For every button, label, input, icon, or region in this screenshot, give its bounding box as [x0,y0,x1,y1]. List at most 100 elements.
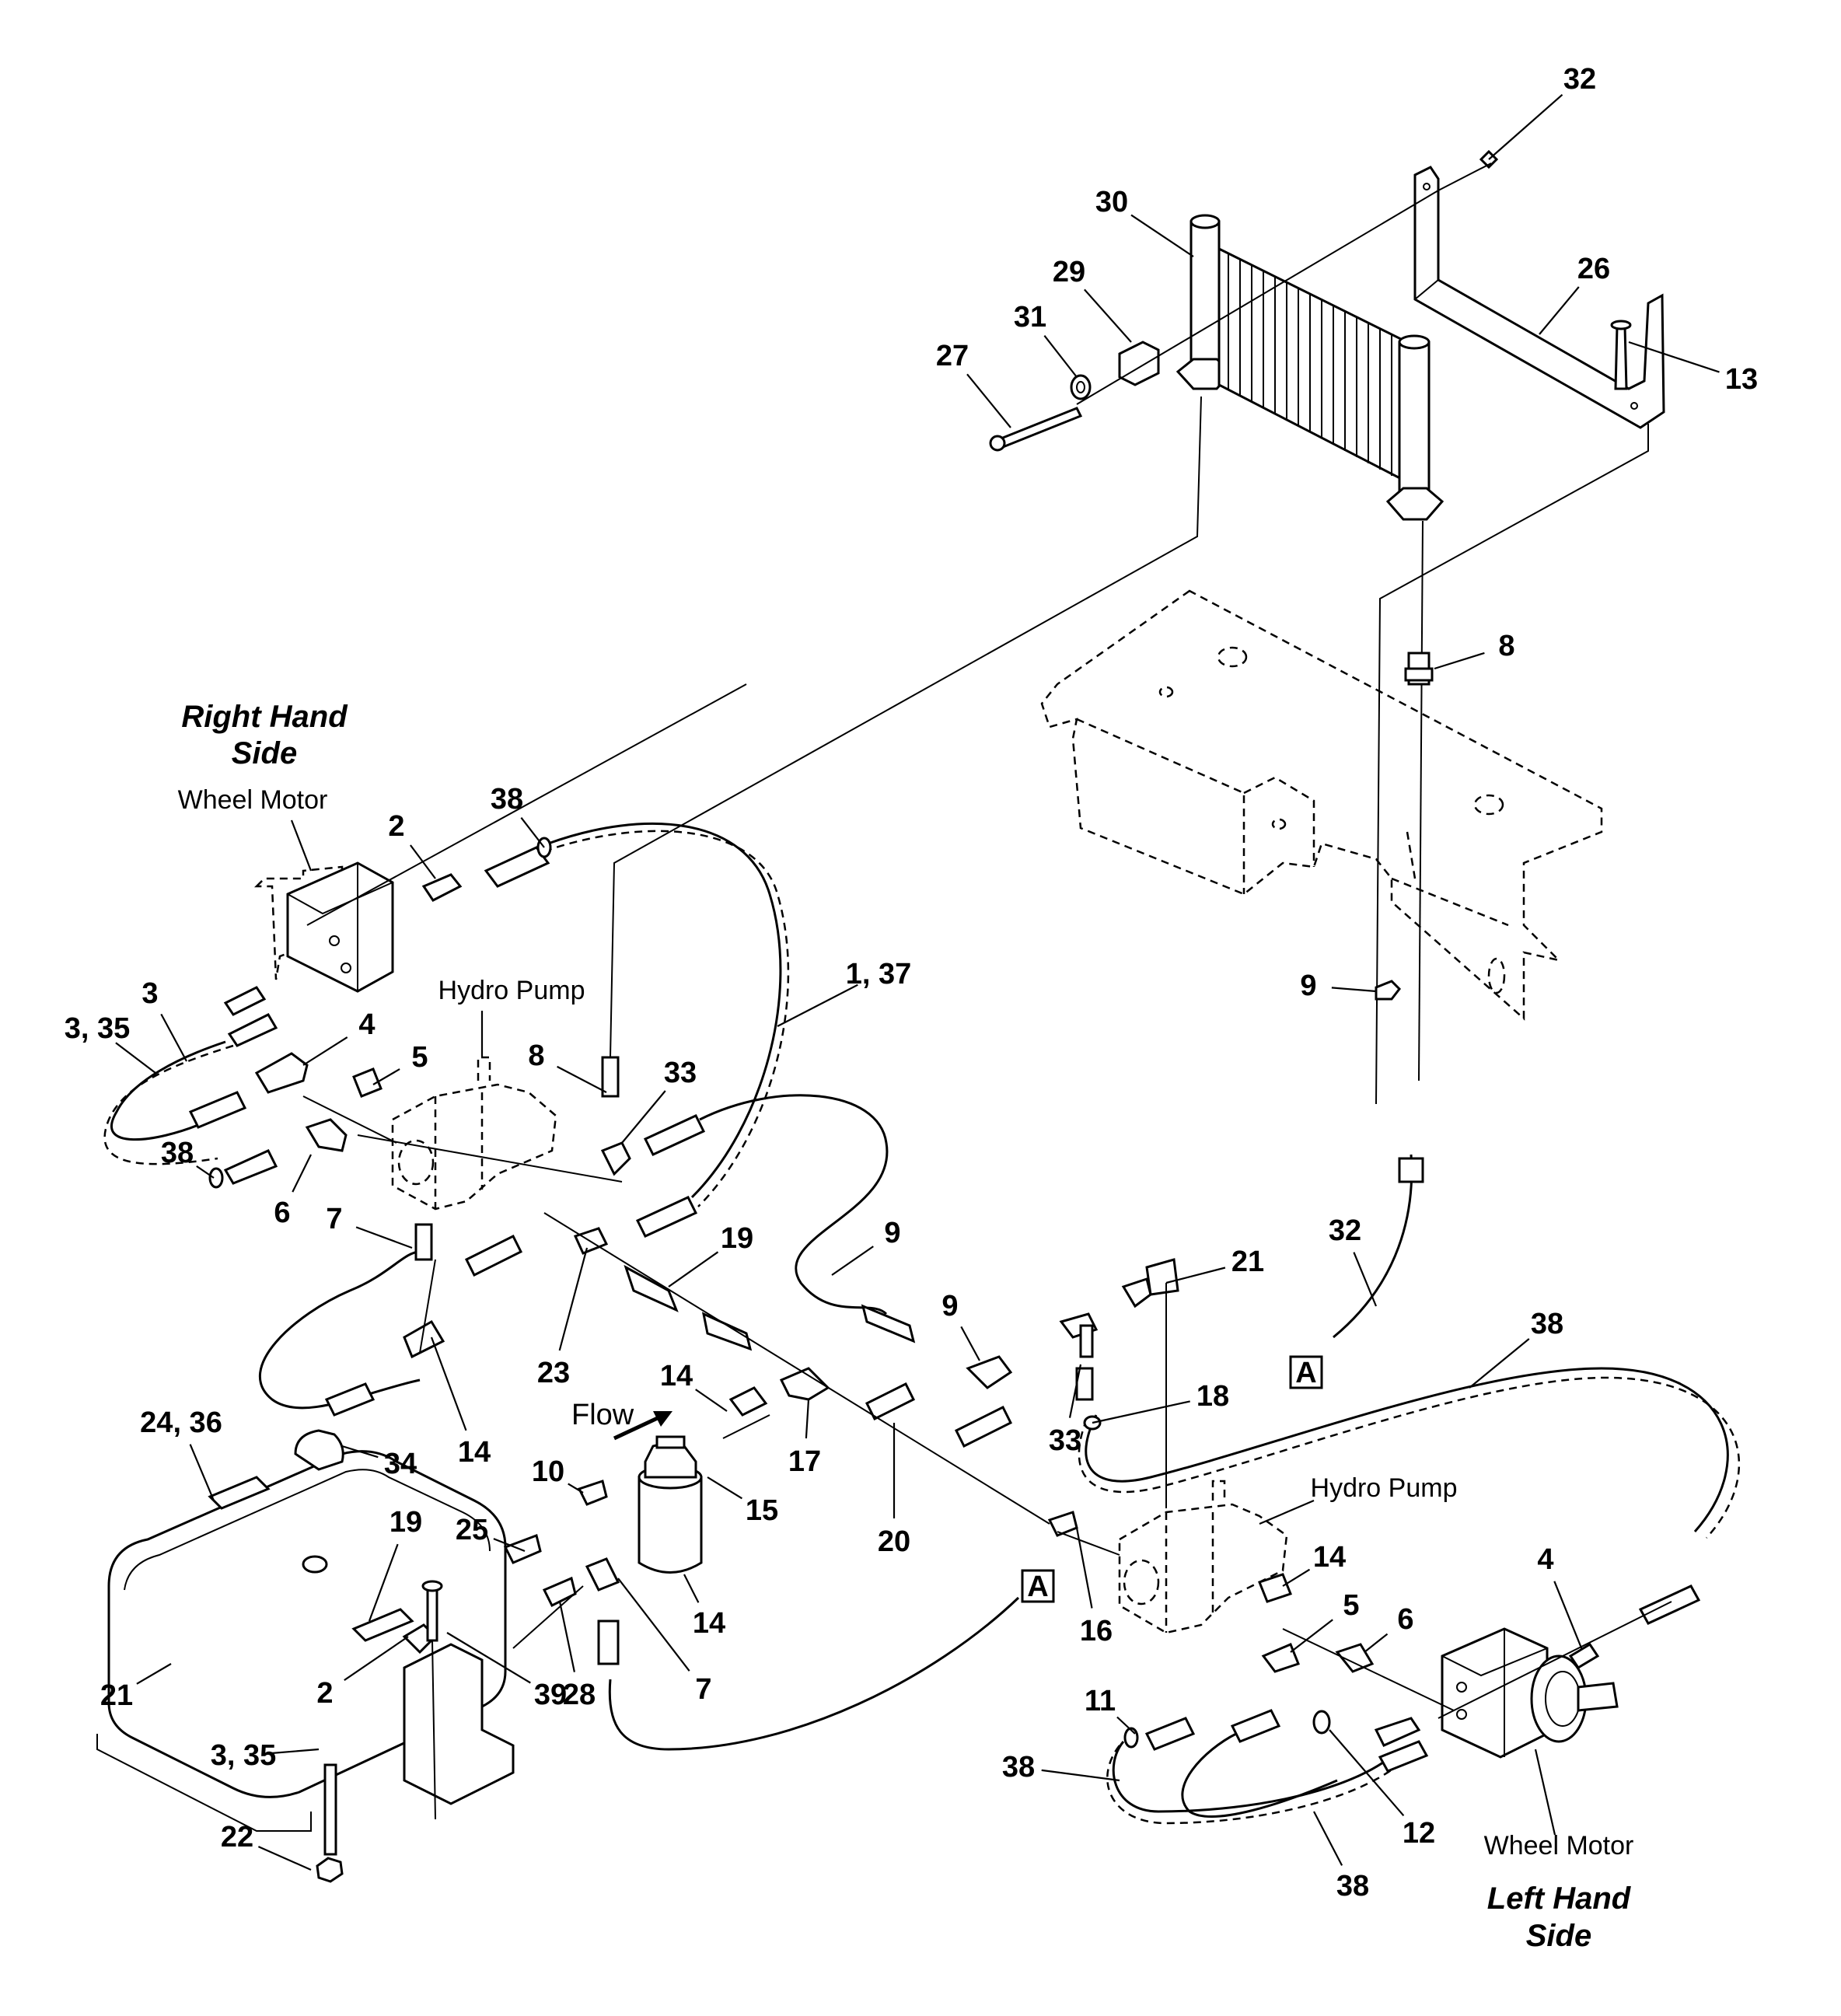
callout-number: 23 [537,1357,570,1389]
callout-number: 12 [1403,1817,1435,1850]
callout-leader [960,1326,980,1361]
reference-box-a-lower: A [1021,1569,1055,1603]
callout-number: 21 [100,1679,133,1712]
callout-number: 21 [1231,1246,1264,1278]
nut-32-lower [1375,980,1401,1001]
callout-number: 25 [456,1514,488,1546]
callout-leader [368,1543,399,1622]
callout-leader [266,1748,320,1755]
callout-number: 14 [660,1360,693,1392]
callout-leader [568,1483,584,1494]
callout-leader [1628,341,1720,373]
callout-number: 15 [746,1494,778,1527]
oil-filter [638,1435,703,1574]
callout-leader [683,1574,700,1603]
right-side-title-line1: Right Hand [181,700,348,734]
cooler-hardware [989,149,1632,452]
callout-number: 3, 35 [211,1739,277,1772]
callout-leader [1282,1568,1311,1587]
callout-number: 10 [532,1455,564,1488]
hydro-pump-left-label: Hydro Pump [1311,1473,1458,1503]
callout-leader [1165,1267,1226,1284]
callout-leader [1041,1769,1120,1782]
cooler-bracket [1413,166,1665,429]
callout-number: 6 [274,1197,290,1229]
callout-number: 13 [1725,363,1758,396]
callout-number: 38 [491,783,523,816]
callout-number: 3, 35 [65,1012,131,1045]
callout-number: 32 [1563,63,1596,96]
fitting-8-upper [1404,652,1434,686]
callout-number: 18 [1196,1380,1229,1413]
callout-number: 8 [1498,630,1514,662]
callout-leader [410,844,436,879]
callout-leader [115,1042,156,1074]
callout-leader [257,1846,312,1871]
callout-number: 9 [1300,970,1316,1002]
callout-leader [302,1036,348,1066]
callout-leader [1313,1811,1343,1866]
callout-leader [344,1636,409,1682]
callout-number: 8 [528,1039,544,1072]
callout-number: 5 [411,1041,428,1074]
callout-number: 33 [664,1057,697,1089]
callout-number: 38 [161,1137,194,1169]
callout-leader [1488,93,1563,160]
callout-number: 38 [1531,1308,1563,1340]
callout-leader [430,1336,467,1431]
hydro-pump-left [1118,1480,1288,1634]
callout-number: 2 [388,810,404,843]
callout-leader [355,1226,413,1249]
callout-number: 7 [326,1203,342,1235]
callout-leader [1092,1400,1190,1424]
callout-number: 19 [721,1222,753,1255]
callout-leader [1068,1364,1082,1418]
callout-leader [831,1246,874,1276]
callout-number: 27 [936,340,969,372]
callout-number: 38 [1336,1870,1369,1902]
wheel-motor-right-label: Wheel Motor [178,785,328,815]
hydro-pump-right [391,1056,557,1211]
callout-number: 29 [1053,256,1085,288]
callout-leader [136,1663,172,1685]
callout-leader [1434,652,1485,670]
reference-a-label: A [1027,1571,1048,1603]
callout-leader [1364,1633,1389,1653]
callout-leader [520,817,545,848]
filler-cap [294,1429,344,1574]
callout-leader [1130,214,1194,257]
callout-leader [558,1601,575,1672]
callout-number: 31 [1014,301,1046,334]
callout-leader [1084,288,1132,343]
callout-number: 4 [358,1008,375,1041]
callout-leader [617,1578,690,1672]
callout-number: 17 [788,1445,821,1478]
wheel-motor-left-label: Wheel Motor [1484,1831,1634,1861]
callout-number: 1, 37 [846,958,912,991]
callout-leader [1116,1716,1136,1735]
callout-number: 9 [941,1290,958,1322]
callout-number: 16 [1080,1615,1113,1647]
callout-leader [493,1538,526,1553]
callout-leader [557,1065,607,1093]
callout-number: 34 [384,1448,417,1480]
callout-leader [341,1445,379,1459]
clamp-39-bolt-28 [402,1580,443,1820]
callout-number: 28 [563,1679,596,1711]
callout-number: 26 [1577,253,1610,285]
callout-leader [558,1247,589,1351]
callout-leader [1075,1527,1093,1609]
callout-number: 19 [390,1506,422,1539]
callout-number: 20 [878,1525,910,1558]
callout-number: 30 [1095,186,1128,218]
callout-leader [695,1389,728,1412]
callout-leader [1539,286,1580,335]
left-side-title-line2: Side [1526,1919,1591,1953]
callout-number: 6 [1397,1603,1413,1636]
callout-leader [292,1154,312,1193]
callout-leader [1553,1581,1584,1651]
callout-leader [777,984,858,1027]
callout-leader [160,1013,187,1062]
